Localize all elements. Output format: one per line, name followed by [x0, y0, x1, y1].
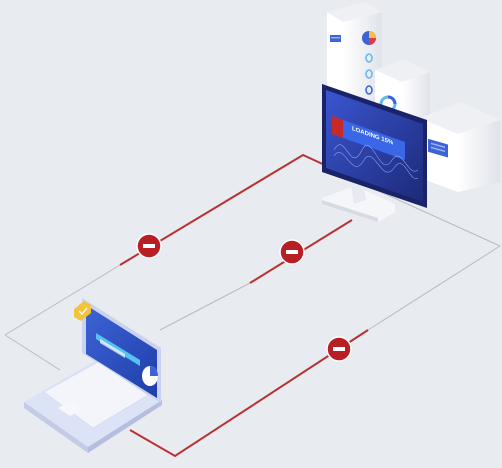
monitor: LOADING 15% [322, 84, 427, 222]
keyboard [43, 361, 149, 429]
trackpad [58, 400, 84, 416]
check-badge-icon [74, 301, 91, 321]
laptop [24, 298, 162, 453]
loading-progress: LOADING 15% [332, 116, 405, 160]
gray-connectors [4, 177, 502, 371]
connection-line-lower [129, 329, 369, 458]
pie-chart-icon [362, 31, 376, 45]
ring-indicators [365, 53, 373, 95]
progress-track [332, 116, 405, 160]
blocked-icon [136, 233, 162, 259]
blocked-icon [279, 239, 305, 265]
monitor-wave-chart [333, 144, 419, 179]
blocked-icon [326, 336, 352, 362]
progress-fill [332, 116, 343, 138]
laptop-pie-chart-icon [142, 366, 158, 386]
server-right [420, 102, 500, 192]
